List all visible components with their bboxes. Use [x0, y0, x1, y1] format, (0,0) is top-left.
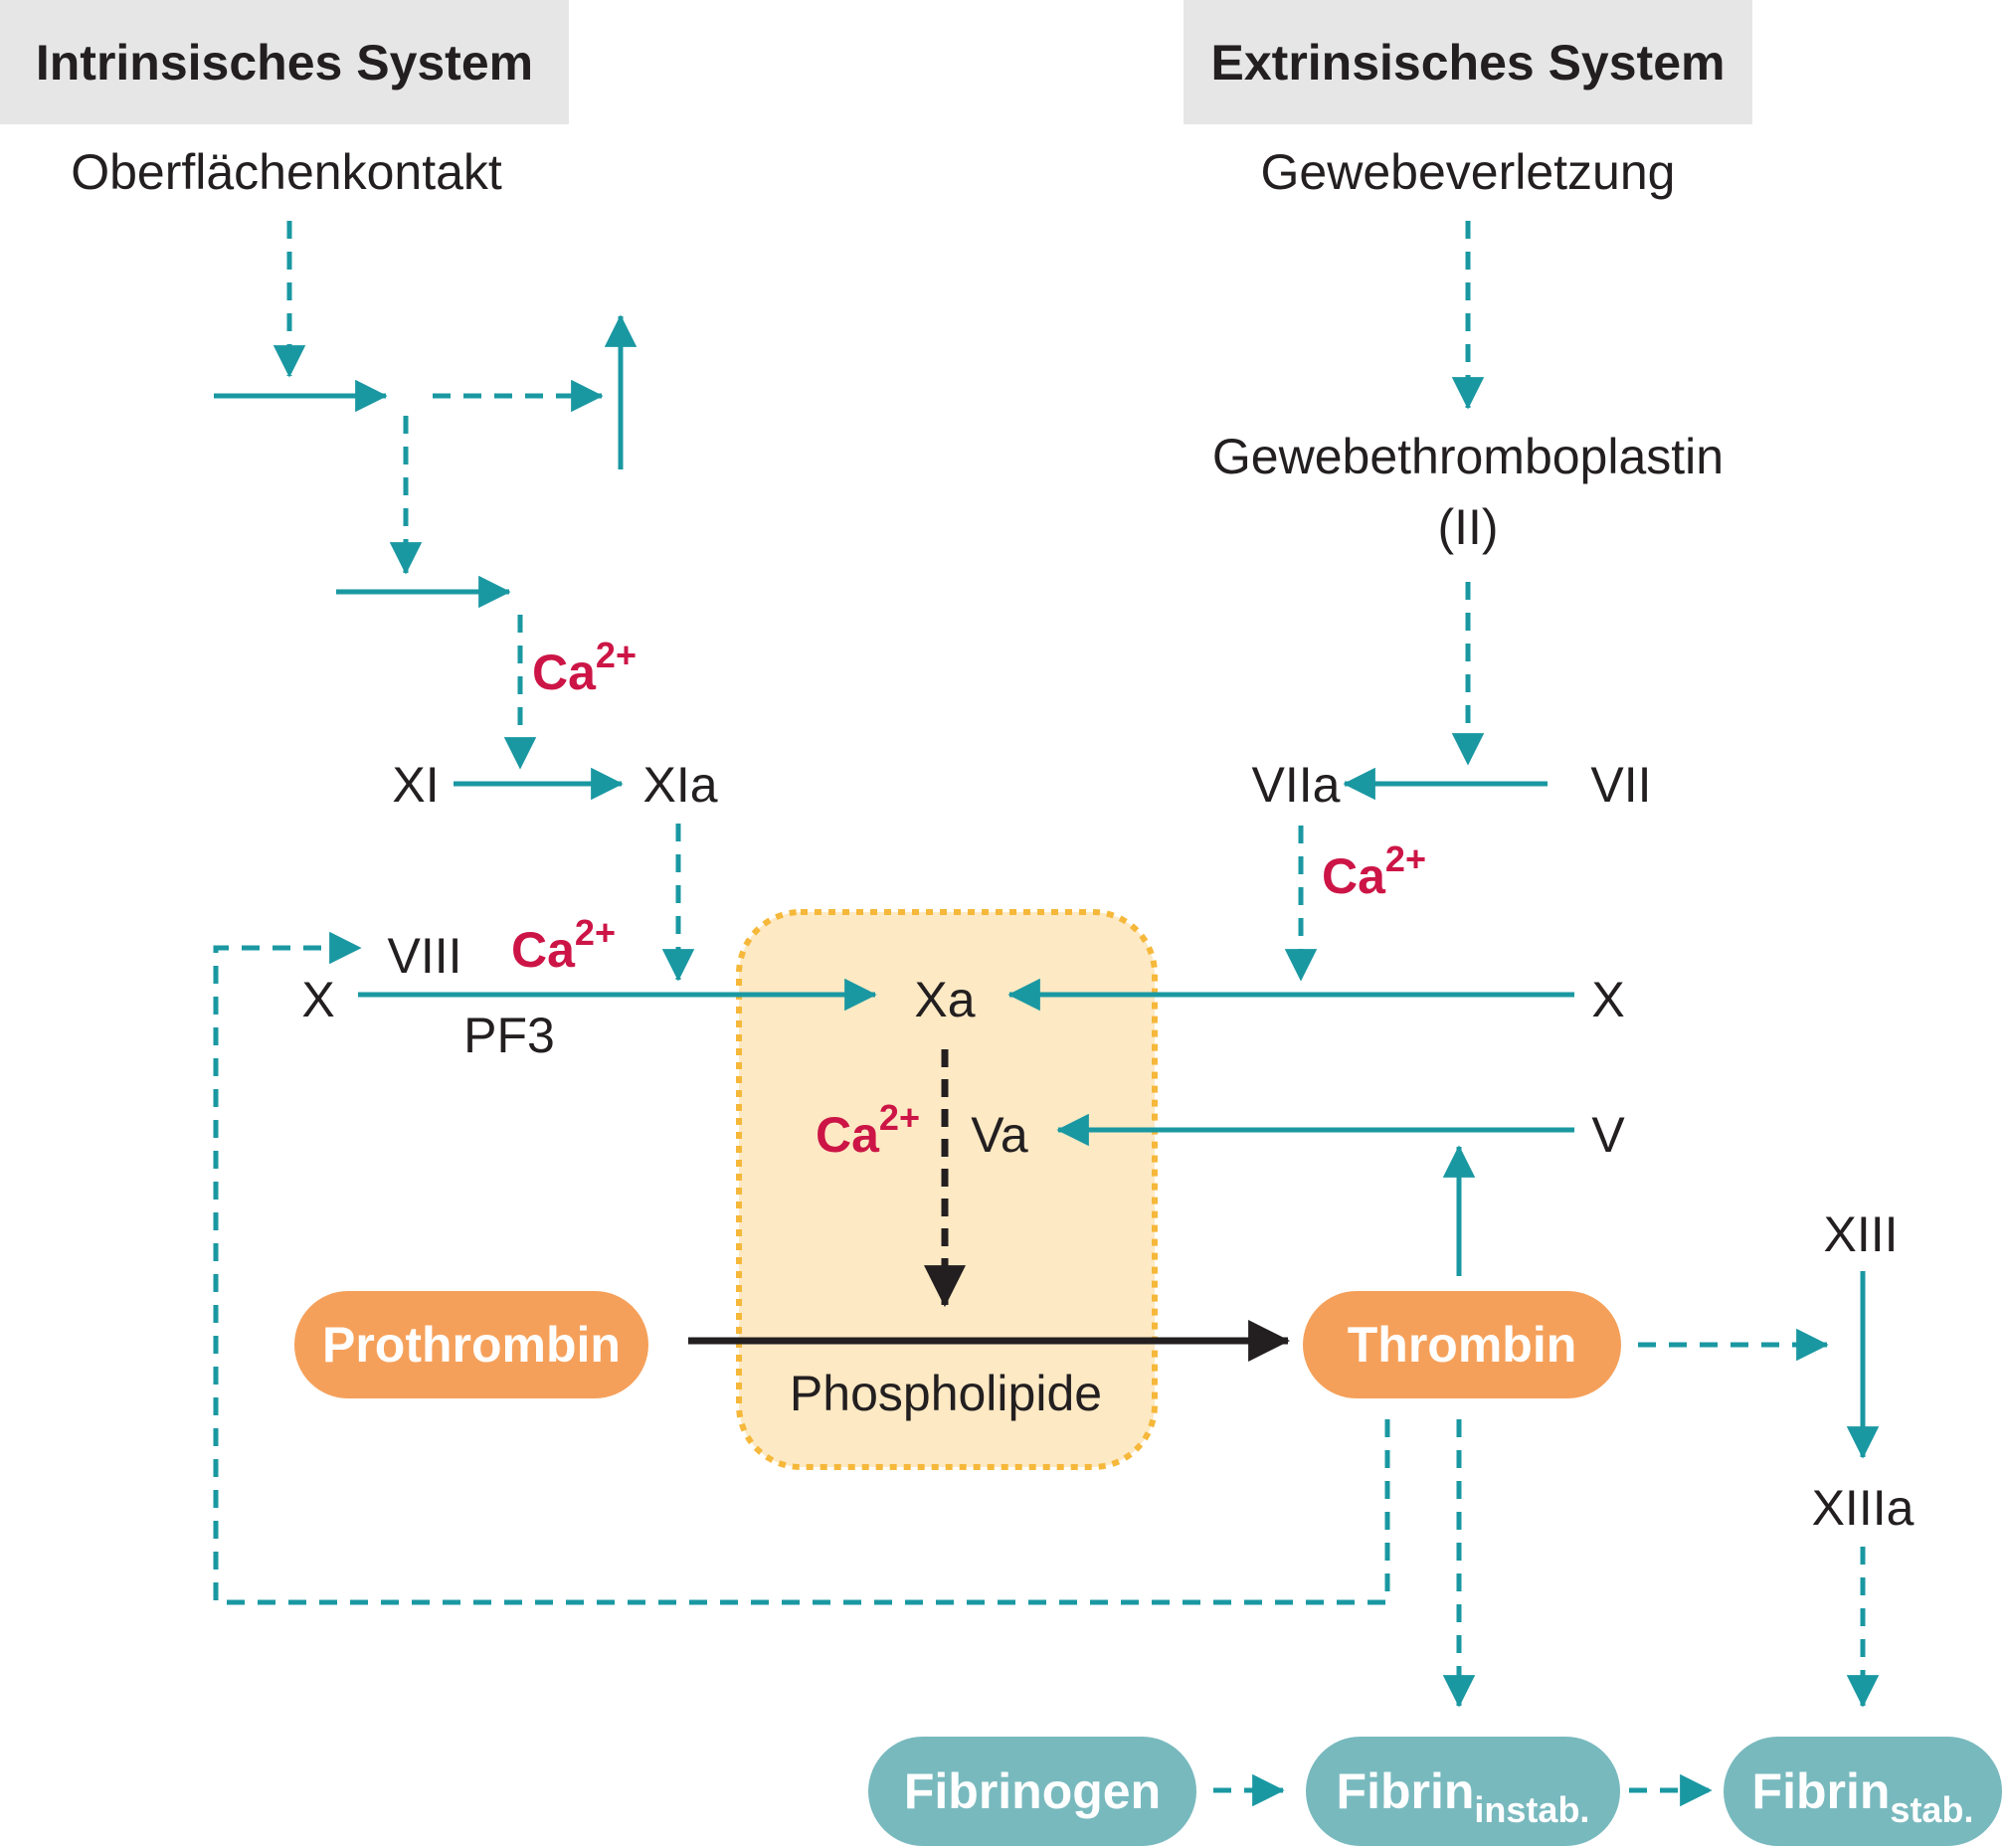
- header-intrinsic-label: Intrinsisches System: [36, 35, 533, 91]
- factor-x-intrinsic-label: X: [301, 972, 334, 1027]
- factor-va-label: Va: [971, 1107, 1028, 1163]
- fibrinogen-pill-bg: [868, 1737, 1196, 1846]
- factor-v-label: V: [1591, 1107, 1625, 1163]
- thromboplastin-sub-label: (II): [1437, 499, 1498, 555]
- fibrin-instab-label: Fibrininstab.: [1337, 1763, 1590, 1830]
- calcium-label-2: Ca2+: [1322, 838, 1426, 904]
- calcium-label-4: Ca2+: [816, 1097, 920, 1163]
- factor-x-extrinsic-label: X: [1591, 972, 1624, 1027]
- tissue-injury-label: Gewebeverletzung: [1261, 144, 1676, 200]
- thrombin-pill-bg: [1303, 1291, 1621, 1398]
- prothrombin-label: Prothrombin: [322, 1317, 621, 1373]
- pf3-label: PF3: [463, 1008, 555, 1063]
- factor-xi-label: XI: [392, 757, 439, 813]
- fibrin-stab-pill-bg: [1724, 1737, 2002, 1846]
- prothrombin-pill-bg: [294, 1291, 648, 1398]
- fibrin-instab-pill: Fibrininstab.: [1306, 1737, 1620, 1846]
- calcium-label-3: Ca2+: [511, 912, 616, 978]
- factor-xiiia-label: XIIIa: [1812, 1480, 1915, 1536]
- factor-viia-label: VIIa: [1252, 757, 1341, 813]
- fibrin-stab-pill: Fibrinstab.: [1724, 1737, 2002, 1846]
- fibrin-instab-pill-bg: [1306, 1737, 1620, 1846]
- thrombin-label: Thrombin: [1348, 1317, 1577, 1373]
- thrombin-pill: Thrombin: [1303, 1291, 1621, 1398]
- factor-xia-label: XIa: [642, 757, 717, 813]
- fibrinogen-pill: Fibrinogen: [868, 1737, 1196, 1846]
- prothrombin-pill: Prothrombin: [294, 1291, 648, 1398]
- header-extrinsic-bg: [1184, 0, 1752, 124]
- surface-contact-label: Oberflächenkontakt: [71, 144, 502, 200]
- calcium-label-1: Ca2+: [532, 635, 637, 700]
- header-extrinsic: Extrinsisches System: [1184, 0, 1752, 124]
- header-intrinsic: Intrinsisches System: [0, 0, 569, 124]
- fibrin-stab-label: Fibrinstab.: [1752, 1763, 1974, 1830]
- phospholipide-label: Phospholipide: [790, 1366, 1102, 1421]
- factor-xiii-label: XIII: [1823, 1206, 1898, 1262]
- factor-xa-label: Xa: [914, 972, 975, 1027]
- header-intrinsic-bg: [0, 0, 569, 124]
- fibrinogen-label: Fibrinogen: [904, 1763, 1161, 1819]
- factor-vii-label: VII: [1590, 757, 1651, 813]
- factor-viii-label: VIII: [387, 928, 461, 984]
- thromboplastin-label: Gewebethromboplastin: [1212, 429, 1724, 484]
- header-extrinsic-label: Extrinsisches System: [1211, 35, 1726, 91]
- phospholipid-area: [736, 909, 1158, 1470]
